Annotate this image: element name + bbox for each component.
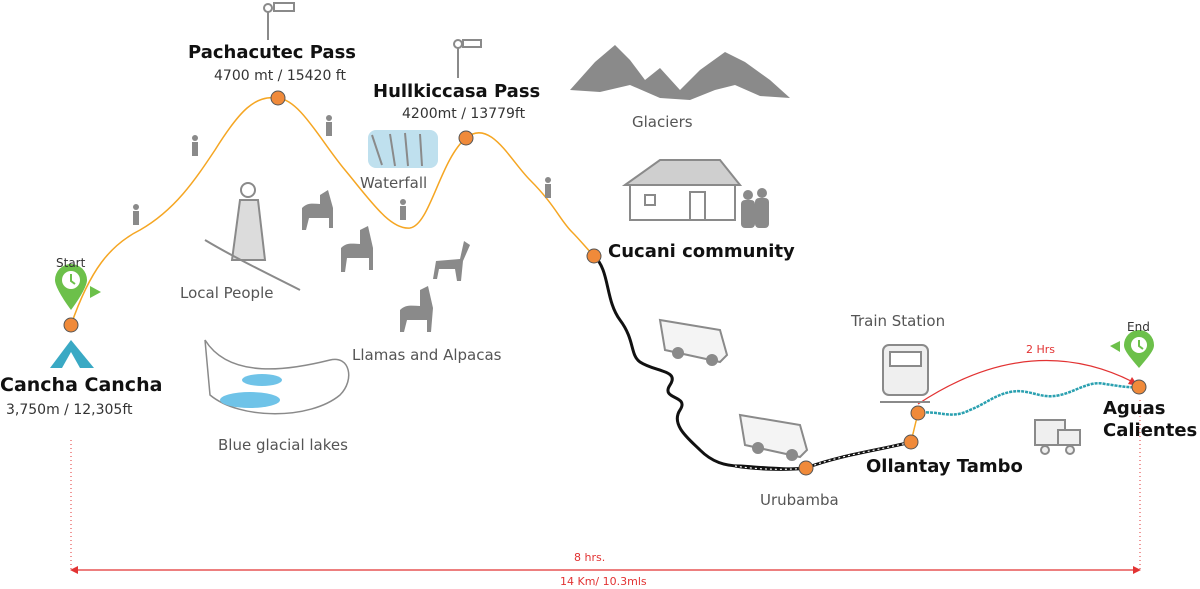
node-ollantay (903, 434, 919, 450)
total-distance-label: 14 Km/ 10.3mls (560, 575, 647, 588)
locomotive-icon (1034, 419, 1081, 455)
glaciers-label: Glaciers (632, 113, 693, 131)
photographer-icon (263, 2, 482, 78)
house-icon (621, 159, 743, 221)
hiker-icon (133, 115, 551, 225)
pachacutec-pass-elevation: 4700 mt / 15420 ft (214, 68, 346, 84)
hullkiccasa-pass-name: Hullkiccasa Pass (373, 81, 541, 102)
trek-trail (70, 96, 595, 326)
node-urubamba (798, 460, 814, 476)
rail-line (917, 381, 1140, 416)
start-tag: Start (56, 256, 86, 270)
local-person-icon (204, 182, 301, 291)
lake-icon (204, 339, 350, 415)
waterfall-icon (368, 130, 438, 168)
distance-arrow-left-head (70, 566, 78, 574)
node-station (910, 405, 926, 421)
distance-arrow-right-head (1133, 566, 1141, 574)
mountain-icon (570, 45, 790, 100)
end-clock-pin-icon (1110, 330, 1154, 368)
aguas-calientes-line1: Aguas (1103, 398, 1166, 419)
waterfall-label: Waterfall (360, 174, 428, 192)
train-station-label: Train Station (851, 312, 946, 330)
train-duration-label: 2 Hrs (1026, 343, 1056, 356)
route-nodes (63, 90, 1147, 476)
train-arc (917, 360, 1134, 405)
local-people-label: Local People (180, 284, 274, 302)
tent-icon (50, 340, 94, 368)
clock-pin-icon (55, 264, 101, 310)
node-cancha (63, 317, 79, 333)
cucani-community-name: Cucani community (608, 241, 795, 262)
blue-glacial-lakes-label: Blue glacial lakes (218, 436, 348, 454)
van-icon (658, 318, 809, 461)
ollantay-tambo-name: Ollantay Tambo (866, 456, 1023, 477)
llamas-alpacas-label: Llamas and Alpacas (352, 346, 502, 364)
pachacutec-pass-name: Pachacutec Pass (188, 42, 357, 63)
train-icon (880, 344, 930, 403)
cancha-cancha-elevation: 3,750m / 12,305ft (6, 402, 133, 418)
total-time-label: 8 hrs. (574, 551, 606, 564)
node-hullkiccasa (458, 130, 474, 146)
node-pachacutec (270, 90, 286, 106)
hullkiccasa-pass-elevation: 4200mt / 13779ft (402, 106, 526, 122)
llama-icon (302, 190, 470, 332)
people-figures-icon (741, 188, 769, 228)
node-aguas (1131, 379, 1147, 395)
urubamba-name: Urubamba (760, 491, 839, 509)
end-tag: End (1127, 320, 1150, 334)
node-cucani (586, 248, 602, 264)
cancha-cancha-name: Cancha Cancha (0, 374, 163, 396)
aguas-calientes-line2: Calientes (1103, 420, 1198, 441)
